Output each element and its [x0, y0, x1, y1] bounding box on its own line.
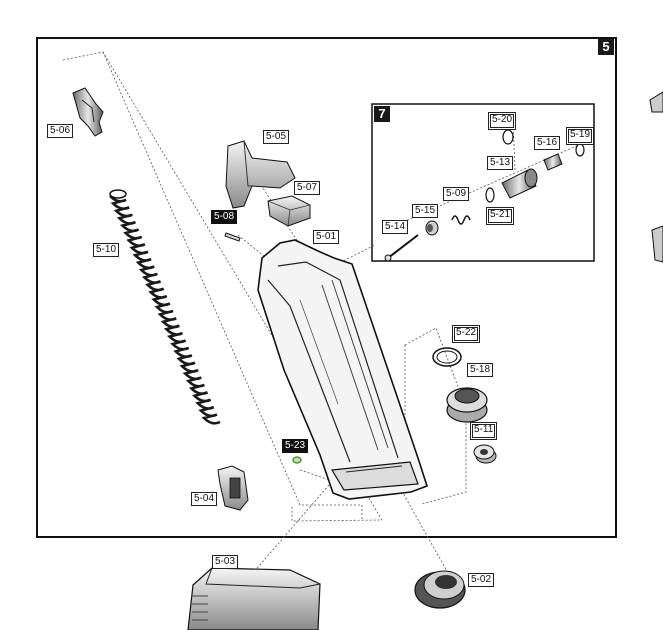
label-5-20: 5-20 — [488, 112, 517, 130]
cropped-part-upper — [649, 91, 663, 113]
part-5-06 — [72, 87, 104, 137]
label-5-07: 5-07 — [294, 181, 321, 195]
part-5-10-spring — [109, 195, 221, 425]
part-5-20 — [502, 129, 514, 145]
section-5-frame — [36, 37, 617, 538]
part-5-04 — [217, 465, 249, 511]
label-5-19: 5-19 — [566, 127, 595, 145]
part-5-22 — [432, 347, 462, 367]
section-7-frame — [371, 103, 595, 262]
label-5-11: 5-11 — [470, 422, 498, 440]
section-number-5: 5 — [598, 39, 614, 55]
label-5-16: 5-16 — [534, 136, 561, 150]
label-5-02: 5-02 — [468, 573, 495, 587]
part-5-18 — [446, 387, 488, 423]
part-5-03 — [187, 567, 321, 630]
label-5-08: 5-08 — [211, 210, 238, 224]
label-5-04: 5-04 — [191, 492, 218, 506]
label-5-14: 5-14 — [382, 220, 409, 234]
label-5-22: 5-22 — [452, 325, 481, 343]
part-5-15 — [425, 220, 439, 236]
label-5-01: 5-01 — [313, 230, 340, 244]
label-5-23: 5-23 — [282, 439, 309, 453]
part-5-14 — [384, 234, 419, 262]
part-5-09 — [451, 215, 471, 225]
part-5-07 — [267, 195, 311, 227]
label-5-18: 5-18 — [467, 363, 494, 377]
part-5-11 — [473, 444, 497, 464]
label-5-13: 5-13 — [487, 156, 514, 170]
part-5-23 — [292, 456, 302, 464]
part-5-01-magazine — [257, 239, 428, 500]
label-5-21: 5-21 — [486, 207, 515, 225]
label-5-15: 5-15 — [412, 204, 439, 218]
label-5-06: 5-06 — [47, 124, 74, 138]
label-5-03: 5-03 — [212, 555, 239, 569]
cropped-part-lower — [651, 225, 663, 263]
part-5-16 — [543, 153, 563, 171]
part-5-08 — [224, 232, 241, 242]
label-5-09: 5-09 — [443, 187, 470, 201]
part-5-21 — [485, 187, 495, 203]
part-5-02 — [414, 570, 466, 609]
part-5-05 — [225, 140, 296, 209]
label-5-10: 5-10 — [93, 243, 120, 257]
part-5-13 — [501, 168, 538, 199]
label-5-05: 5-05 — [263, 130, 290, 144]
section-number-7: 7 — [374, 106, 390, 122]
